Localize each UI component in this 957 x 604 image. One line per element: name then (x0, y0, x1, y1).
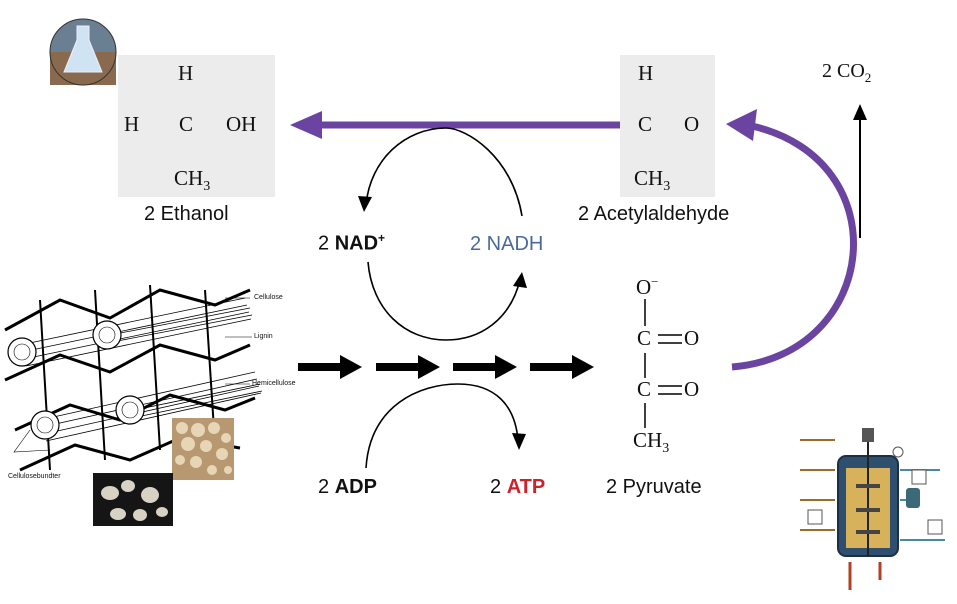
ethanol-methyl: CH3 (174, 166, 211, 195)
pyruvate-label: 2 Pyruvate (606, 476, 702, 498)
ethanol-oh: OH (226, 112, 257, 136)
acetaldehyde-structure-box (620, 55, 715, 197)
pyruvate-o1: O (684, 326, 700, 350)
ethanol-carbon: C (179, 112, 194, 136)
ethanol-label: 2 Ethanol (144, 203, 229, 225)
yeast-photo (93, 418, 234, 526)
pyruvate-o2: O (684, 377, 700, 401)
nad-plus-label: 2 NAD+ (318, 231, 386, 255)
glycolysis-arrow-chain (298, 355, 594, 379)
lignin-label: Lignin (254, 333, 273, 340)
acetaldehyde-to-ethanol-arrow (290, 111, 620, 139)
pyruvate-to-acetaldehyde-arrow (726, 109, 857, 371)
acetaldehyde-h: H (638, 61, 654, 85)
pyruvate-o-minus: O− (636, 274, 659, 299)
flask-photo-icon (49, 18, 117, 86)
pyruvate-c2: C (637, 377, 652, 401)
cellulose-fibre-illustration (4, 284, 263, 472)
nadh-label: 2 NADH (470, 233, 544, 255)
cellulose-bundle-label: Cellulosebundter (8, 473, 61, 480)
acetaldehyde-carbon: C (638, 112, 653, 136)
bioreactor-illustration (800, 428, 945, 590)
ethanol-structure-box (118, 55, 275, 197)
hemicellulose-label: Hemicellulose (252, 380, 296, 387)
pyruvate-methyl: CH3 (633, 428, 670, 457)
acetaldehyde-methyl: CH3 (634, 166, 671, 195)
ethanol-h-top: H (178, 61, 194, 85)
pyruvate-c1: C (637, 326, 652, 350)
acetaldehyde-label: 2 Acetylaldehyde (578, 203, 730, 225)
atp-generation-arrow (365, 383, 526, 469)
ethanol-h-left: H (124, 112, 140, 136)
adp-label: 2 ADP (318, 476, 377, 498)
atp-label: 2 ATP (490, 476, 546, 498)
acetaldehyde-oxygen: O (684, 112, 700, 136)
nadh-cycle-arrows (358, 127, 527, 341)
cellulose-label: Cellulose (254, 294, 283, 301)
pyruvate-bonds (644, 299, 682, 428)
co2-release-arrow (853, 104, 867, 238)
co2-label: 2 CO2 (822, 60, 872, 85)
